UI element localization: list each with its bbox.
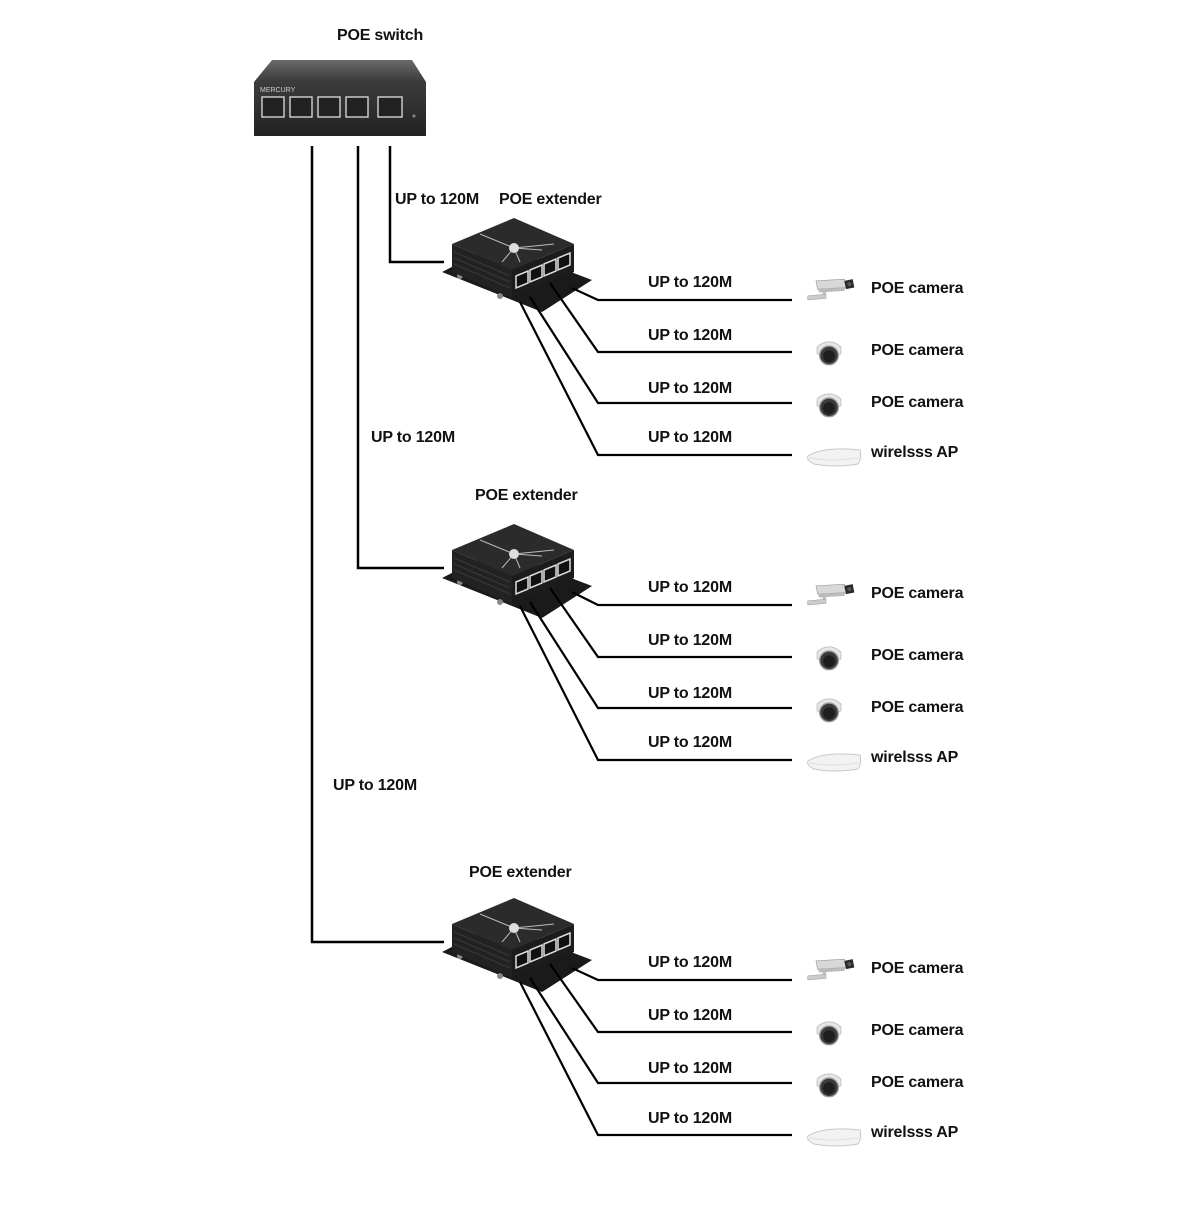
- link-speed-label: UP to 120M: [648, 632, 732, 649]
- wireless-ap-icon: [807, 448, 862, 467]
- switch-brand: MERCURY: [260, 87, 296, 94]
- link-speed-label: UP to 120M: [648, 1007, 732, 1024]
- branch-cable-2-3: [529, 601, 792, 710]
- extender-title-3: POE extender: [469, 864, 572, 881]
- link-speed-label: UP to 120M: [648, 1060, 732, 1077]
- dome-camera-icon: [816, 393, 842, 418]
- trunk-label-1: UP to 120M: [395, 191, 479, 208]
- device-label: POE camera: [871, 699, 964, 716]
- device-label: POE camera: [871, 394, 964, 411]
- device-label: wirelsss AP: [871, 444, 959, 461]
- wireless-ap-icon: [807, 1128, 862, 1147]
- link-speed-label: UP to 120M: [648, 327, 732, 344]
- link-speed-label: UP to 120M: [648, 579, 732, 596]
- branch-cable-2-1: [571, 591, 792, 607]
- poe-switch-device: MERCURY: [254, 60, 426, 136]
- branch-cable-1-1: [571, 287, 792, 302]
- branch-cable-3-3: [529, 977, 792, 1085]
- poe-extender-3: [442, 897, 592, 993]
- trunk-cable-3: [310, 146, 444, 944]
- branch-cable-2-4: [519, 605, 792, 762]
- trunk-cable-1: [388, 146, 444, 264]
- device-label: wirelsss AP: [871, 749, 959, 766]
- branch-cable-2-2: [549, 587, 792, 659]
- branch-cable-1-2: [549, 282, 792, 354]
- wireless-ap-icon: [807, 753, 862, 772]
- extender-title-2: POE extender: [475, 487, 578, 504]
- trunk-label-2: UP to 120M: [371, 429, 455, 446]
- branch-cable-1-4: [519, 301, 792, 457]
- link-speed-label: UP to 120M: [648, 429, 732, 446]
- bullet-camera-icon: [807, 958, 855, 981]
- dome-camera-icon: [816, 341, 842, 366]
- device-label: POE camera: [871, 342, 964, 359]
- dome-camera-icon: [816, 646, 842, 671]
- poe-extender-1: [442, 217, 592, 313]
- device-label: wirelsss AP: [871, 1124, 959, 1141]
- link-speed-label: UP to 120M: [648, 1110, 732, 1127]
- dome-camera-icon: [816, 1021, 842, 1046]
- link-speed-label: UP to 120M: [648, 685, 732, 702]
- link-speed-label: UP to 120M: [648, 954, 732, 971]
- device-label: POE camera: [871, 1074, 964, 1091]
- device-label: POE camera: [871, 585, 964, 602]
- device-label: POE camera: [871, 960, 964, 977]
- branch-cables: [519, 282, 792, 1137]
- trunk-cable-2: [356, 146, 444, 570]
- dome-camera-icon: [816, 698, 842, 723]
- link-speed-label: UP to 120M: [648, 380, 732, 397]
- device-label: POE camera: [871, 280, 964, 297]
- dome-camera-icon: [816, 1073, 842, 1098]
- trunk-label-3: UP to 120M: [333, 777, 417, 794]
- switch-ports: [261, 96, 403, 118]
- trunk-cables: [310, 146, 444, 944]
- poe-extender-2: [442, 523, 592, 619]
- link-speed-label: UP to 120M: [648, 734, 732, 751]
- extender-title-1: POE extender: [499, 191, 602, 208]
- branch-cable-3-2: [549, 963, 792, 1034]
- branch-cable-3-4: [519, 981, 792, 1137]
- link-speed-label: UP to 120M: [648, 274, 732, 291]
- device-label: POE camera: [871, 1022, 964, 1039]
- device-label: POE camera: [871, 647, 964, 664]
- bullet-camera-icon: [807, 278, 855, 301]
- branch-cable-1-3: [529, 296, 792, 405]
- bullet-camera-icon: [807, 583, 855, 606]
- branch-cable-3-1: [571, 967, 792, 982]
- switch-title: POE switch: [337, 27, 424, 44]
